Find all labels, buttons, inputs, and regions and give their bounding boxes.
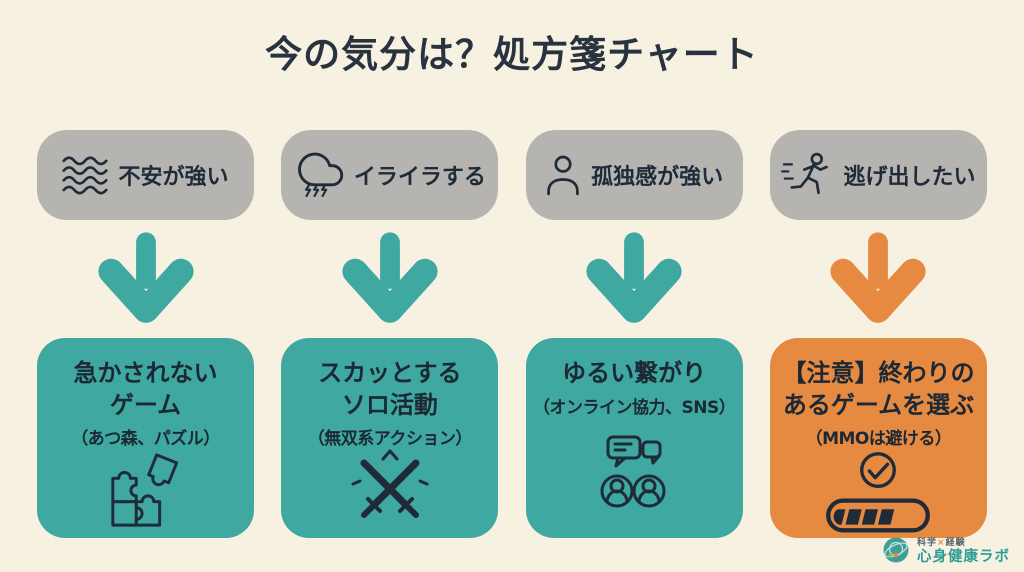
brand-name: 心身健康ラボ [917, 548, 1010, 565]
advice-line1: スカッとする [318, 359, 462, 388]
arrow-wrap [341, 220, 439, 338]
arrow-wrap [829, 220, 927, 338]
crossed-swords-icon [348, 449, 432, 529]
advice-note: （オンライン協力、SNS） [533, 397, 736, 418]
mood-label: 不安が強い [118, 165, 229, 191]
brand-logo-icon [882, 536, 910, 568]
column-irritated: イライラする スカッとする ソロ活動 （無双系アクション） [281, 130, 499, 539]
mood-label: 孤独感が強い [591, 165, 724, 191]
mood-box-irritated: イライラする [281, 130, 499, 221]
advice-note: （MMOは避ける） [805, 428, 952, 449]
advice-box-escape: 【注意】終わりの あるゲームを選ぶ （MMOは避ける） [769, 338, 987, 539]
advice-line2: ゲーム [109, 390, 182, 419]
advice-line1: ゆるい繋がり [562, 359, 707, 388]
down-arrow-icon [342, 232, 438, 324]
finish-progress-icon [817, 449, 939, 537]
chat-people-icon [588, 418, 680, 525]
person-icon [545, 153, 581, 197]
brand-tagline: 科学×経験 [917, 538, 966, 549]
advice-box-irritated: スカッとする ソロ活動 （無双系アクション） [281, 338, 499, 539]
advice-line1: 急かされない [73, 359, 218, 388]
anxiety-waves-icon [62, 155, 109, 195]
down-arrow-icon [830, 232, 927, 324]
page-title: 今の気分は？処方箋チャート [265, 33, 759, 76]
down-arrow-icon [586, 232, 682, 324]
advice-box-lonely: ゆるい繋がり （オンライン協力、SNS） [525, 338, 743, 539]
column-lonely: 孤独感が強い ゆるい繋がり （オンライン協力、SNS） [525, 130, 743, 539]
storm-cloud-icon [294, 150, 344, 200]
brand-logo: 科学×経験 心身健康ラボ [882, 536, 1010, 568]
advice-note: （無双系アクション） [307, 428, 473, 449]
mood-label: 逃げ出したい [843, 165, 976, 191]
mood-box-anxiety: 不安が強い [37, 130, 254, 221]
arrow-wrap [585, 220, 683, 338]
flowchart-grid: 不安が強い 急かされない ゲーム （あつ森、パズル） [0, 130, 1024, 539]
advice-line2: ソロ活動 [341, 390, 438, 419]
mood-box-escape: 逃げ出したい [769, 130, 987, 221]
puzzle-pieces-icon [103, 449, 189, 531]
running-person-icon [781, 151, 833, 199]
column-escape: 逃げ出したい 【注意】終わりの あるゲームを選ぶ （MMOは避ける） [769, 130, 987, 539]
column-anxiety: 不安が強い 急かされない ゲーム （あつ森、パズル） [37, 130, 254, 539]
mood-label: イライラする [353, 165, 486, 191]
advice-box-anxiety: 急かされない ゲーム （あつ森、パズル） [37, 338, 254, 539]
down-arrow-icon [97, 232, 194, 324]
arrow-wrap [97, 220, 195, 338]
advice-line1: 【注意】終わりの [782, 359, 975, 388]
advice-line2: あるゲームを選ぶ [782, 390, 975, 419]
mood-box-lonely: 孤独感が強い [525, 130, 743, 221]
advice-note: （あつ森、パズル） [71, 428, 220, 449]
